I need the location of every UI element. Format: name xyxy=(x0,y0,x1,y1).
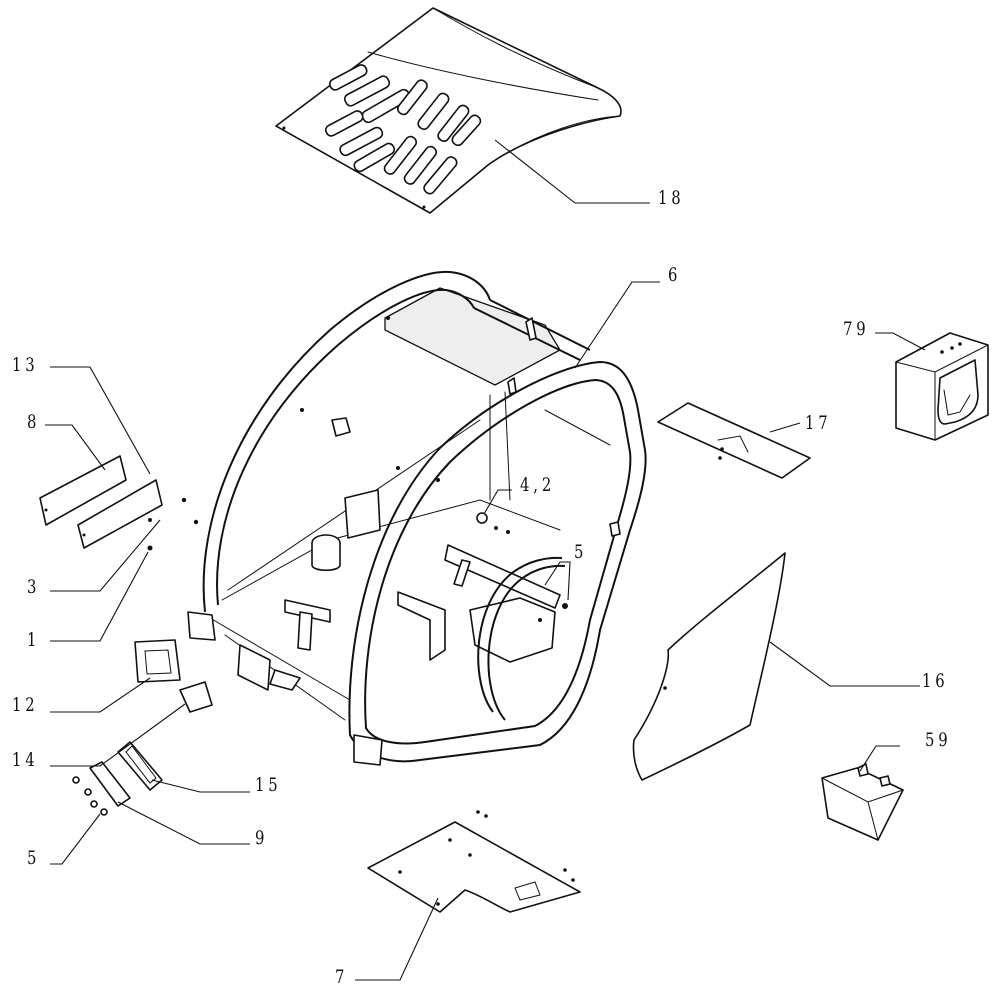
label-15: 15 xyxy=(255,774,282,796)
roof-panel-18 xyxy=(275,7,622,214)
plate-9 xyxy=(89,761,131,807)
gasket-15 xyxy=(117,741,163,791)
floor-mat-7 xyxy=(367,810,581,913)
label-6: 6 xyxy=(668,264,681,286)
panel-8 xyxy=(39,455,127,526)
label-3: 3 xyxy=(27,576,40,598)
label-16: 16 xyxy=(922,670,949,692)
box-79 xyxy=(895,332,989,441)
label-12: 12 xyxy=(12,694,39,716)
label-7: 7 xyxy=(335,966,348,988)
side-glass-16 xyxy=(632,552,786,781)
label-18: 18 xyxy=(658,187,685,209)
frame-plate-12 xyxy=(134,639,181,683)
label-17: 17 xyxy=(805,412,832,434)
label-8: 8 xyxy=(27,411,40,433)
label-5-screws: 5 xyxy=(27,847,40,869)
plate-17 xyxy=(657,402,811,479)
label-4-2: 4,2 xyxy=(520,474,555,496)
bracket-14 xyxy=(179,681,213,713)
label-5-cab: 5 xyxy=(574,541,587,563)
fastener xyxy=(193,519,199,525)
part-labels: 18 6 79 13 8 17 4,2 5 3 1 16 12 59 14 15… xyxy=(12,187,952,988)
roof-vent-slots xyxy=(324,64,482,195)
fastener-3 xyxy=(181,497,187,503)
label-59: 59 xyxy=(925,729,952,751)
label-14: 14 xyxy=(12,749,39,771)
label-13: 13 xyxy=(12,354,39,376)
fastener-1 xyxy=(147,545,153,551)
tray-59 xyxy=(821,763,904,841)
screws-5 xyxy=(72,776,108,816)
label-1: 1 xyxy=(27,629,40,651)
panel-13 xyxy=(77,479,163,549)
label-9: 9 xyxy=(255,827,268,849)
leader-lines xyxy=(45,139,926,981)
cab-frame-6 xyxy=(187,270,647,766)
label-79: 79 xyxy=(843,318,870,340)
